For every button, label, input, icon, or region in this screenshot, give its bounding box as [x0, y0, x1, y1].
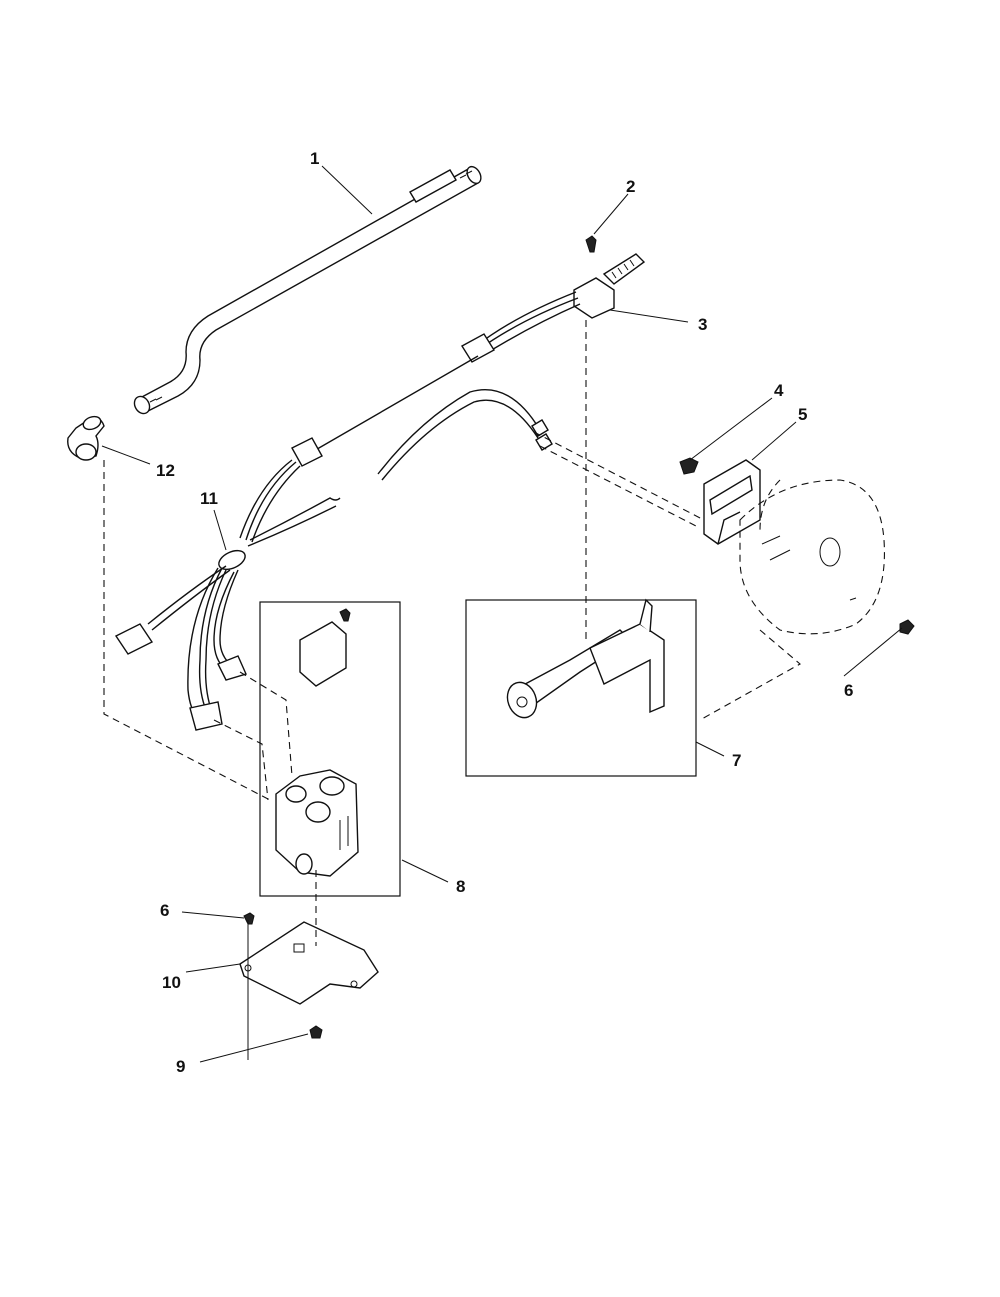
callout-5: 5	[798, 405, 807, 424]
callout-11: 11	[200, 489, 218, 508]
valve-box-part-8	[259, 601, 401, 897]
callout-12: 12	[156, 461, 175, 480]
callout-6-left: 6	[160, 901, 169, 920]
bracket-part-5	[679, 457, 761, 545]
callout-8: 8	[456, 877, 465, 896]
callout-labels: 1 2 3 4 5 6 7 8 6 10 9 11 12	[156, 149, 853, 1076]
sensor-part-3	[573, 235, 646, 319]
callout-4: 4	[774, 381, 784, 400]
ignitor-box-part-7	[465, 598, 697, 777]
callout-10: 10	[162, 973, 181, 992]
guide-lines	[103, 320, 705, 1060]
wire-harness-part-11	[114, 291, 581, 731]
callout-9: 9	[176, 1057, 185, 1076]
callout-2: 2	[626, 177, 635, 196]
elbow-part-12	[67, 415, 105, 461]
callout-6-right: 6	[844, 681, 853, 700]
callout-3: 3	[698, 315, 707, 334]
drum-outline	[699, 479, 915, 721]
leader-lines	[101, 165, 903, 1063]
mount-bracket-part-10	[239, 912, 379, 1039]
callout-7: 7	[732, 751, 741, 770]
fill-tube-part-1	[133, 165, 482, 415]
callout-1: 1	[310, 149, 319, 168]
